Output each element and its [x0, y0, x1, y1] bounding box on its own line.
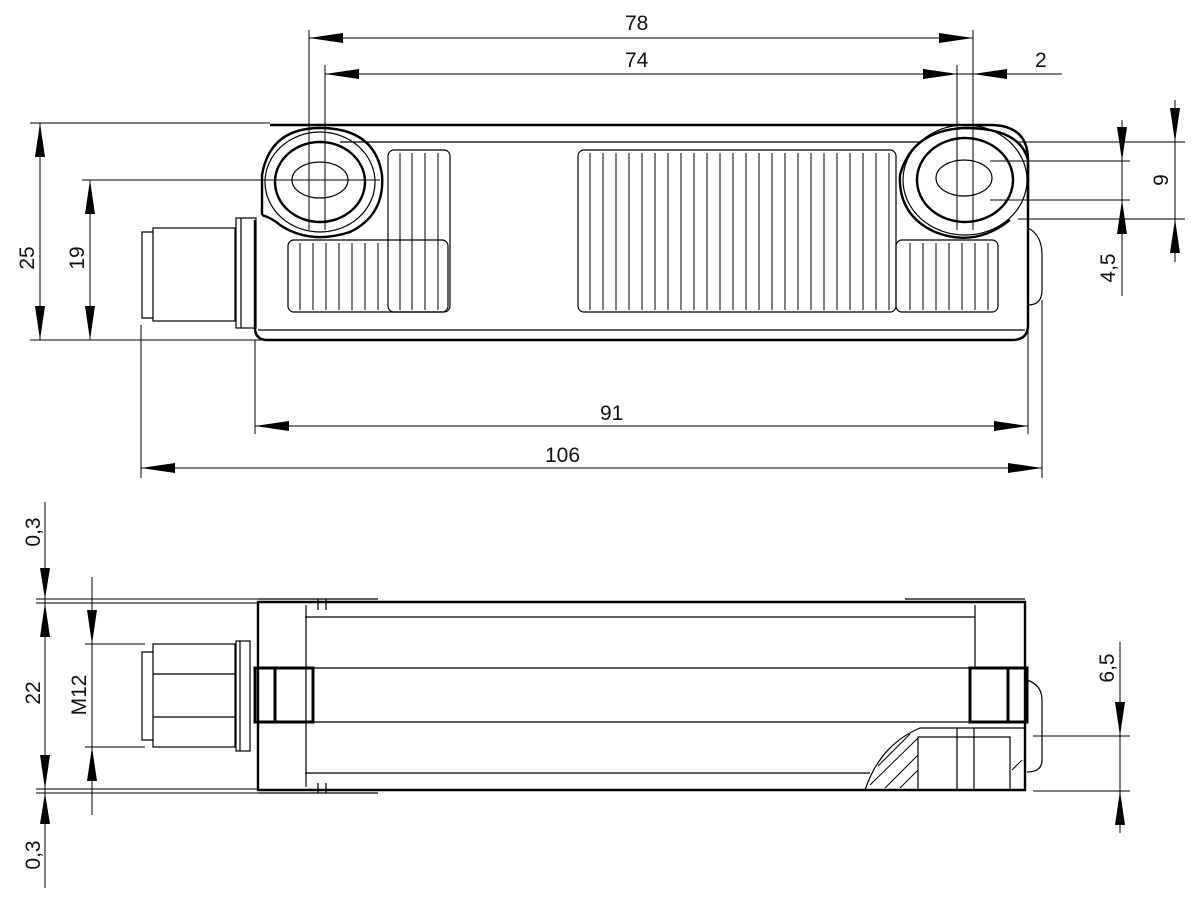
actuator-bump — [1027, 227, 1043, 306]
svg-text:4,5: 4,5 — [1097, 253, 1120, 282]
svg-text:22: 22 — [22, 681, 45, 704]
right-mounting-hole — [898, 124, 1030, 239]
dim-78: 78 — [309, 12, 973, 43]
dim-2: 2 — [923, 49, 1062, 79]
side-view: 0,3 22 0,3 M12 6,5 — [22, 502, 1130, 888]
connector-side-view — [141, 640, 251, 752]
svg-text:0,3: 0,3 — [22, 840, 45, 869]
section-cutaway — [864, 727, 1025, 791]
dim-25: 25 — [16, 123, 45, 340]
svg-text:106: 106 — [545, 444, 580, 467]
connector-top-view — [141, 217, 257, 329]
dim-9: 9 — [1150, 100, 1180, 262]
dim-91: 91 — [255, 402, 1028, 431]
svg-text:78: 78 — [625, 12, 648, 35]
dim-74: 74 — [325, 49, 957, 79]
svg-text:M12: M12 — [68, 675, 91, 716]
svg-text:9: 9 — [1150, 174, 1173, 186]
svg-text:19: 19 — [66, 246, 89, 269]
svg-text:2: 2 — [1035, 49, 1047, 72]
body-outline — [253, 123, 1030, 342]
dim-4-5: 4,5 — [1097, 120, 1127, 296]
ribs-small — [387, 149, 451, 313]
svg-text:25: 25 — [16, 246, 39, 269]
dim-0-3-top: 0,3 — [22, 502, 50, 790]
svg-text:74: 74 — [625, 49, 649, 72]
dim-106: 106 — [141, 444, 1042, 473]
dim-19: 19 — [66, 180, 95, 340]
svg-text:0,3: 0,3 — [22, 517, 45, 546]
top-view: 78 74 2 9 4,5 — [16, 12, 1185, 478]
dim-6-5: 6,5 — [1096, 642, 1125, 833]
right-nut — [968, 666, 1029, 724]
svg-text:6,5: 6,5 — [1096, 653, 1119, 682]
left-nut — [253, 666, 315, 724]
dim-m12: M12 — [68, 577, 97, 815]
dim-0-3-bottom: 0,3 — [22, 790, 50, 888]
ribs-large — [577, 149, 999, 313]
ribs-lower-left — [287, 239, 449, 313]
svg-text:91: 91 — [600, 402, 623, 425]
side-body-outline — [256, 600, 1027, 792]
actuator-side — [1026, 679, 1043, 773]
left-mounting-hole — [260, 126, 384, 239]
dim-22: 22 — [22, 603, 50, 789]
